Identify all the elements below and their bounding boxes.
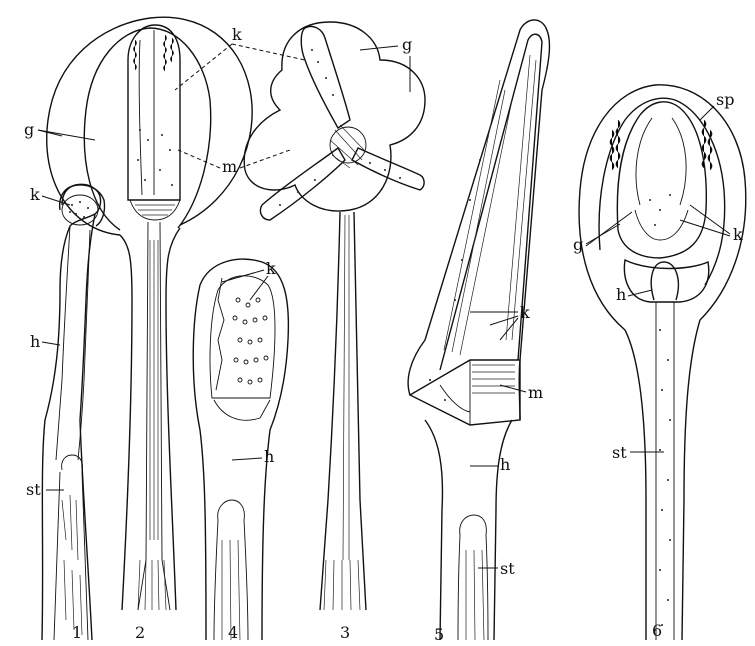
fig1-stalk-outline-left — [42, 184, 101, 640]
fig3-label-g: g — [402, 35, 412, 54]
fig5-label-m: m — [528, 383, 543, 402]
figure-5: k m h st 5 — [408, 20, 549, 644]
fig1-texture — [62, 201, 89, 635]
fig6-capsule-inner — [635, 118, 688, 240]
fig6-leader-sp — [700, 106, 714, 120]
fig6-stalk-texture — [659, 329, 671, 626]
fig2-label-g: g — [24, 120, 34, 139]
fig3-leader-g1 — [360, 46, 398, 50]
fig2-leader-k1 — [175, 44, 232, 90]
fig2-leader-m1 — [178, 150, 220, 168]
fig6-stem — [625, 320, 700, 640]
fig5-label-st: st — [500, 559, 515, 578]
fig2-label-k: k — [232, 25, 242, 44]
figure-6: sp g k h st 6 — [573, 85, 746, 640]
fig3-arm-right — [352, 148, 424, 190]
fig2-label-m: m — [222, 157, 237, 176]
fig4-texture — [233, 298, 268, 384]
fig6-number: 6 — [652, 621, 662, 640]
fig5-stem — [425, 420, 512, 640]
fig5-label-h: h — [500, 455, 510, 474]
fig3-number: 3 — [340, 623, 350, 642]
fig4-number: 4 — [228, 623, 238, 642]
fig4-stem — [200, 430, 270, 640]
fig1-stalk-outline-right — [80, 214, 95, 640]
fig5-number: 5 — [434, 625, 444, 644]
fig2-number: 2 — [135, 623, 145, 642]
fig1-stalk-core — [54, 472, 88, 640]
fig5-base-inner — [440, 360, 470, 425]
fig1-label-st: st — [26, 480, 41, 499]
fig2-capsule-divide — [139, 30, 154, 195]
fig6-label-h: h — [616, 285, 626, 304]
figure-4: k h 4 — [193, 259, 288, 642]
fig2-leader-m2 — [240, 150, 290, 168]
figure-1: k h st 1 — [26, 184, 105, 642]
fig6-collar — [624, 260, 708, 302]
fig5-stalk-texture — [466, 550, 484, 640]
fig5-label-k: k — [520, 303, 530, 322]
fig4-leader-k1 — [222, 270, 264, 282]
fig6-capsule — [617, 102, 706, 258]
fig2-stem-left — [120, 235, 132, 610]
fig4-head — [193, 259, 288, 430]
fig5-base-block — [410, 360, 520, 425]
fig4-lip — [214, 400, 270, 420]
fig6-label-st: st — [612, 443, 627, 462]
fig6-label-sp: sp — [716, 90, 734, 109]
fig4-leader-k2 — [250, 276, 268, 300]
fig1-label-k: k — [30, 185, 40, 204]
fig2-leader-k2 — [232, 44, 305, 60]
fig6-leader-g2 — [586, 212, 632, 246]
fig1-label-h: h — [30, 332, 40, 351]
fig2-outer-bulb — [47, 17, 252, 235]
fig6-outer-bulb — [579, 85, 746, 330]
fig4-label-h: h — [264, 447, 274, 466]
fig5-bulb — [460, 515, 487, 535]
fig4-crack — [216, 278, 224, 390]
fig4-bulb — [218, 500, 245, 520]
fig6-label-k: k — [733, 225, 743, 244]
fig3-arm-left — [260, 148, 345, 220]
fig2-stem-right — [166, 228, 180, 610]
figure-3: g 3 — [244, 22, 425, 642]
fig4-label-k: k — [266, 259, 276, 278]
fig6-inner-stalk — [656, 302, 674, 640]
fig4-leader-h — [232, 458, 262, 460]
fig6-label-g: g — [573, 235, 583, 254]
fig1-bulb — [62, 455, 83, 472]
fig1-number: 1 — [72, 623, 82, 642]
fig4-k-body — [210, 276, 275, 398]
